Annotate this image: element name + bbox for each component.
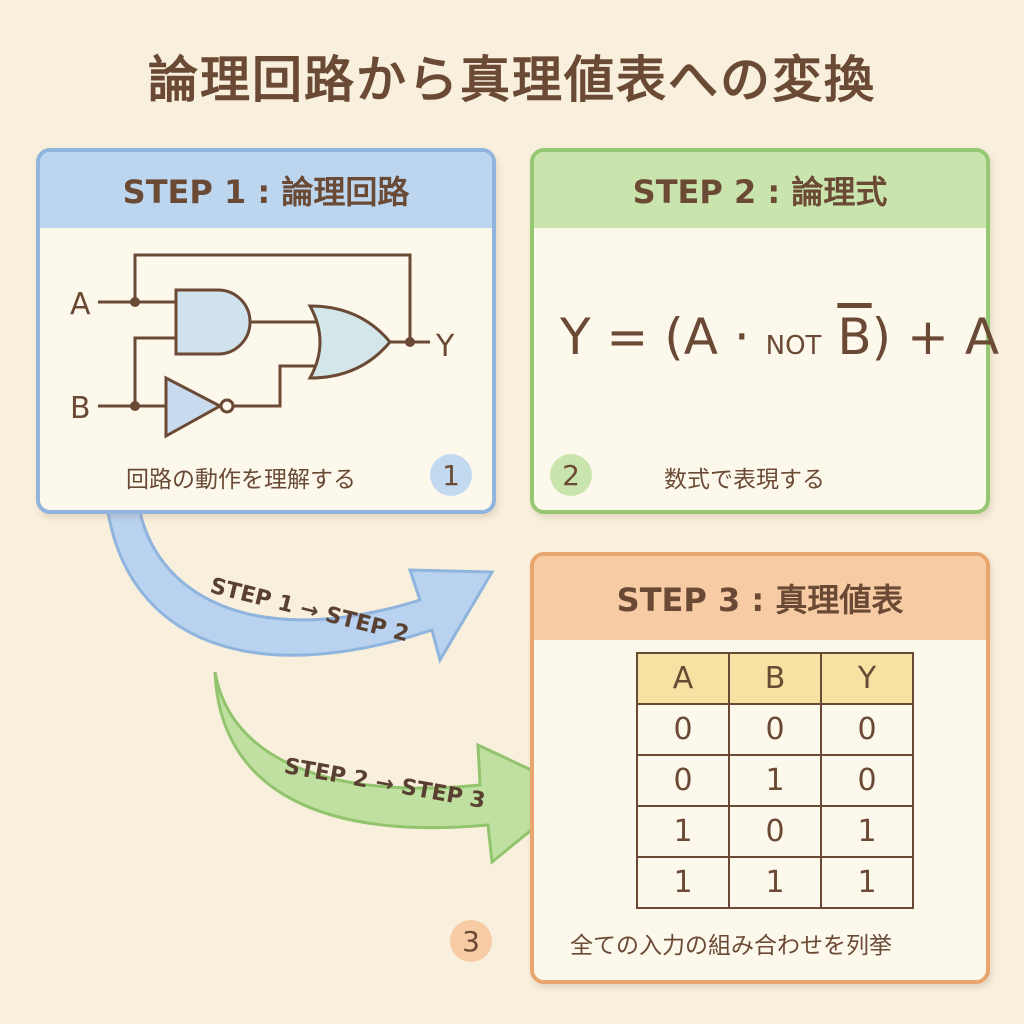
step1-panel: STEP 1 : 論理回路	[36, 148, 496, 514]
step3-caption: 全ての入力の組み合わせを列挙	[570, 933, 892, 959]
step1-number-badge: 1	[430, 454, 472, 496]
input-a-label: A	[70, 287, 91, 322]
and-gate	[174, 288, 252, 356]
cell: 0	[820, 754, 914, 807]
page-title: 論理回路から真理値表への変換	[148, 51, 876, 109]
step1-header: STEP 1 : 論理回路	[40, 152, 492, 228]
cell: 0	[820, 703, 914, 756]
input-b-label: B	[70, 391, 91, 426]
step2-header: STEP 2 : 論理式	[534, 152, 986, 228]
col-header-a: A	[636, 652, 730, 705]
formula-not: NOT	[765, 331, 822, 361]
junction-dot	[130, 401, 140, 411]
col-header-y: Y	[820, 652, 914, 705]
table-header-row: A B Y	[636, 652, 914, 705]
cell: 1	[728, 856, 822, 909]
cell: 0	[728, 703, 822, 756]
step2-caption: 数式で表現する	[664, 467, 825, 493]
cell: 1	[820, 856, 914, 909]
step2-number-badge: 2	[550, 454, 592, 496]
output-y-label: Y	[435, 329, 455, 364]
col-header-b: B	[728, 652, 822, 705]
not-bubble	[219, 398, 235, 414]
logic-formula: Y = (A · NOT B) + A	[560, 308, 999, 366]
cell: 0	[636, 703, 730, 756]
step1-caption: 回路の動作を理解する	[126, 467, 356, 493]
cell: 1	[820, 805, 914, 858]
wire-b	[98, 336, 176, 408]
step3-header: STEP 3 : 真理値表	[534, 556, 986, 640]
step3-number-badge: 3	[450, 920, 492, 962]
junction-dot	[130, 297, 140, 307]
cell: 1	[636, 805, 730, 858]
formula-rhs: ) + A	[871, 308, 1000, 366]
or-gate	[307, 304, 392, 380]
cell: 0	[636, 754, 730, 807]
arrow-step1-to-step2	[106, 510, 495, 664]
not-gate	[164, 375, 224, 439]
formula-b-bar: B	[837, 308, 872, 366]
junction-dot	[405, 337, 415, 347]
step2-panel: STEP 2 : 論理式	[530, 148, 990, 514]
wire-not-out	[232, 364, 322, 408]
cell: 1	[636, 856, 730, 909]
step3-panel: STEP 3 : 真理値表	[530, 552, 990, 984]
formula-lhs: Y = (A ·	[560, 308, 750, 366]
cell: 1	[728, 754, 822, 807]
cell: 0	[728, 805, 822, 858]
